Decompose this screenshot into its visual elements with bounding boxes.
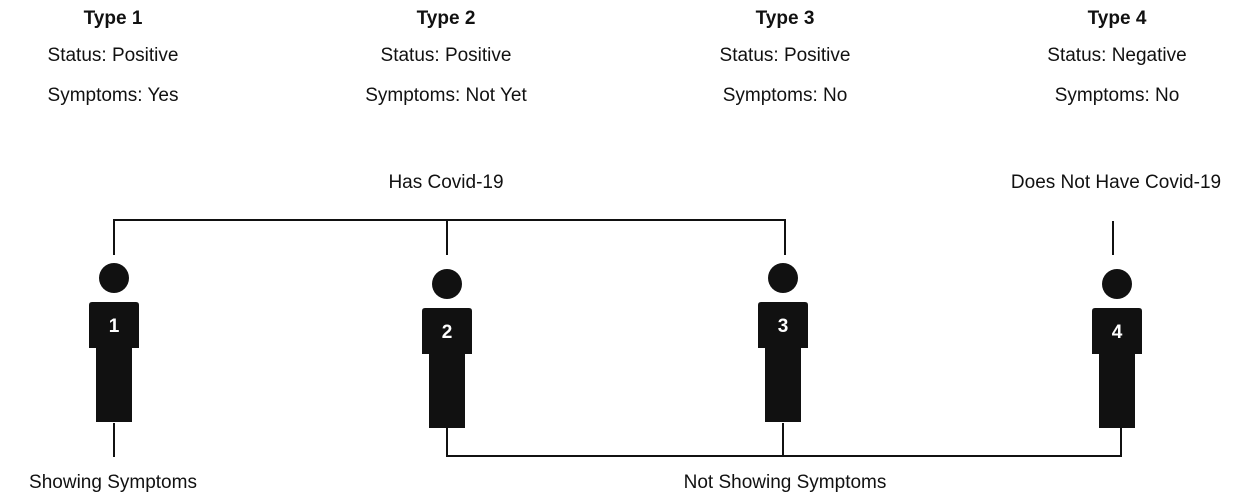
showing-symptoms-tick [113, 423, 115, 457]
person-1: 1 [89, 262, 139, 422]
not-showing-bracket-bar [446, 455, 1122, 457]
type-2-symptoms: Symptoms: Not Yet [365, 85, 527, 106]
not-showing-bracket-tick-2 [446, 423, 448, 457]
person-3: 3 [758, 262, 808, 422]
type-4-symptoms: Symptoms: No [1054, 85, 1180, 106]
not-showing-symptoms-label: Not Showing Symptoms [683, 472, 887, 493]
type-3-status: Status: Positive [719, 45, 851, 66]
not-showing-bracket-tick-4 [1120, 423, 1122, 457]
type-4-status: Status: Negative [1047, 45, 1187, 66]
type-3-title: Type 3 [755, 8, 815, 29]
person-4-number: 4 [1111, 322, 1123, 343]
has-covid-bracket-tick-1 [113, 219, 115, 255]
has-covid-bracket-tick-3 [784, 219, 786, 255]
has-covid-label: Has Covid-19 [388, 172, 504, 193]
no-covid-label: Does Not Have Covid-19 [1010, 172, 1222, 193]
type-1-symptoms: Symptoms: Yes [47, 85, 179, 106]
type-2-status: Status: Positive [380, 45, 512, 66]
has-covid-bracket-tick-2 [446, 219, 448, 255]
person-icon [758, 263, 808, 422]
showing-symptoms-label: Showing Symptoms [29, 472, 197, 493]
person-icon [89, 263, 139, 422]
person-3-number: 3 [777, 316, 789, 337]
person-2-number: 2 [441, 322, 453, 343]
type-3-symptoms: Symptoms: No [722, 85, 848, 106]
person-1-number: 1 [108, 316, 120, 337]
type-4-title: Type 4 [1087, 8, 1147, 29]
type-1-title: Type 1 [83, 8, 143, 29]
not-showing-bracket-tick-3 [782, 423, 784, 457]
type-1-status: Status: Positive [47, 45, 179, 66]
person-2: 2 [422, 268, 472, 428]
type-2-title: Type 2 [416, 8, 476, 29]
person-icon [1092, 269, 1142, 428]
person-icon [422, 269, 472, 428]
no-covid-tick [1112, 221, 1114, 255]
person-4: 4 [1092, 268, 1142, 428]
has-covid-bracket-bar [113, 219, 786, 221]
